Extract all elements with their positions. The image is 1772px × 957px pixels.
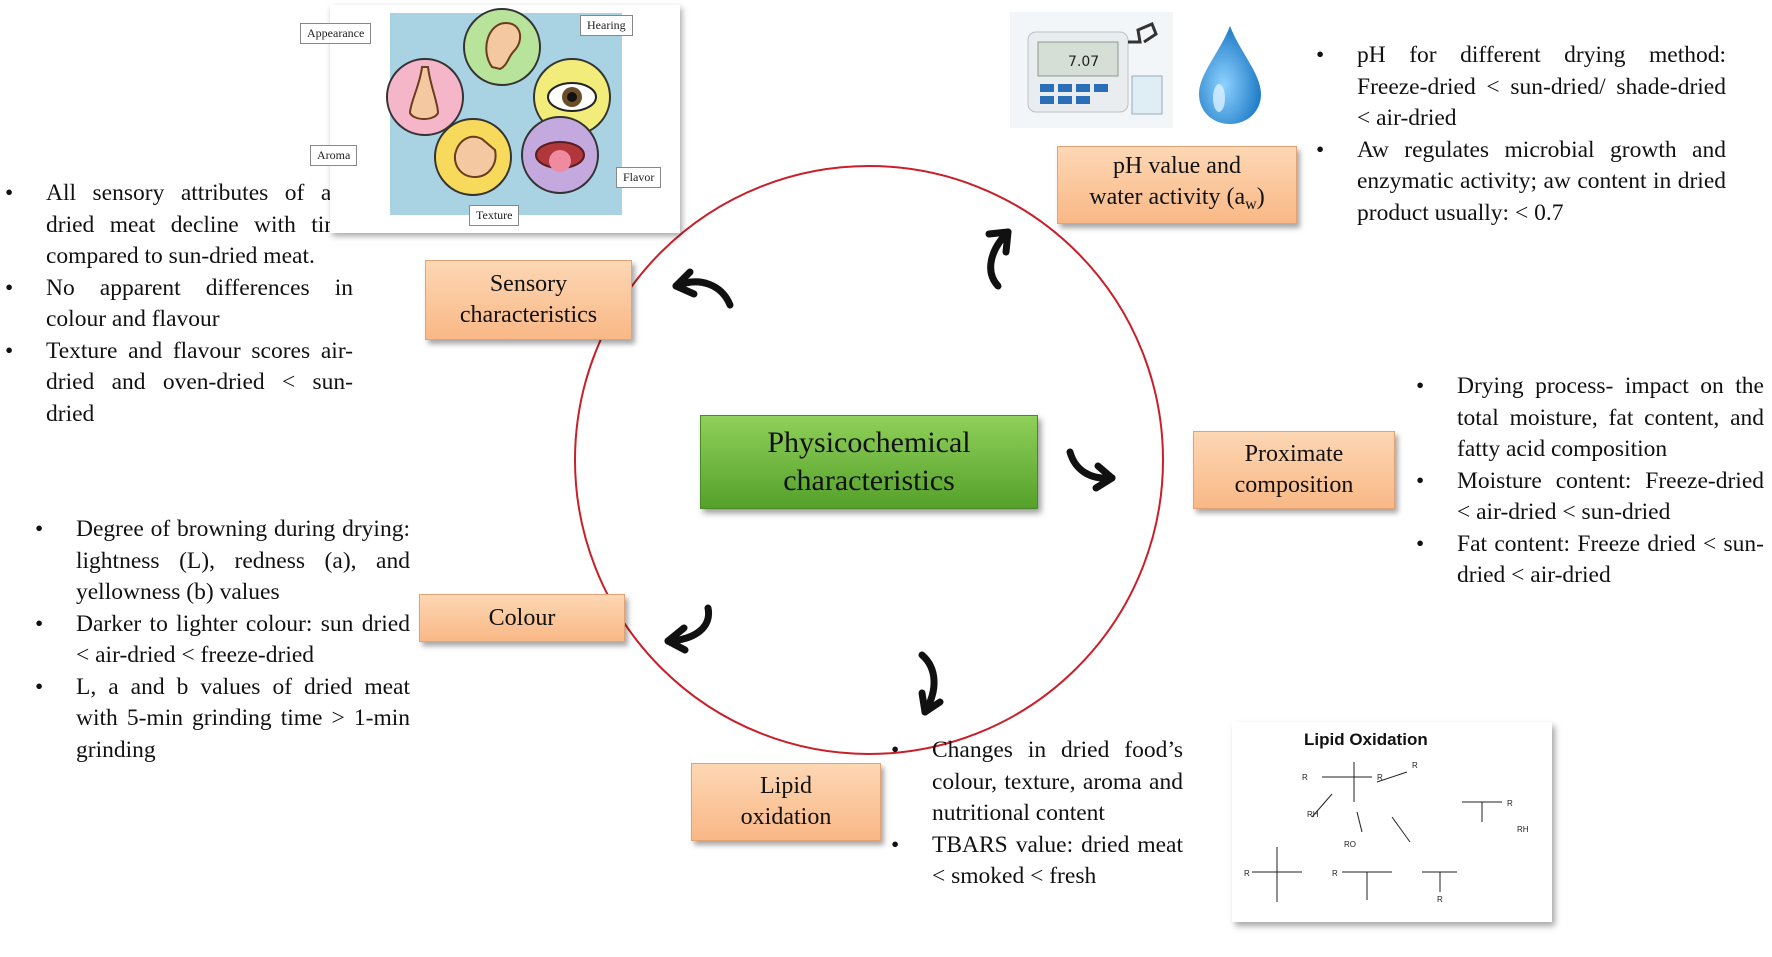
ear-icon — [463, 8, 541, 86]
lipid-label-r5: R — [1244, 869, 1250, 878]
arrow-to-ph — [985, 228, 1012, 290]
node-lipid: Lipid oxidation — [691, 763, 881, 841]
lipid-oxidation-image: Lipid Oxidation R R R RH RO R RH R R R — [1232, 722, 1552, 922]
node-proximate-label: Proximate composition — [1234, 441, 1354, 498]
list-item: Moisture content: Freeze-dried < air-dri… — [1416, 466, 1764, 529]
lipid-label-r3: R — [1412, 761, 1418, 770]
label-aroma: Aroma — [310, 145, 358, 166]
list-item: Drying process- impact on the total mois… — [1416, 371, 1764, 466]
list-item: Degree of browning during drying: lightn… — [35, 514, 410, 609]
node-colour-label: Colour — [488, 604, 556, 631]
node-ph-close: ) — [1256, 183, 1265, 210]
meter-display: 7.07 — [1068, 54, 1099, 70]
label-hearing: Hearing — [580, 15, 633, 36]
ph-notes: pH for different drying method: Freeze-d… — [1316, 40, 1726, 229]
node-colour: Colour — [419, 594, 625, 642]
lipid-label-r2: R — [1377, 773, 1383, 782]
tongue-icon — [521, 116, 599, 194]
lipid-notes: Changes in dried food’s colour, texture,… — [891, 735, 1183, 893]
sensory-notes: All sensory attributes of air-dried meat… — [5, 178, 353, 430]
lipid-label-ro: RO — [1344, 840, 1356, 849]
lipid-label-r7: R — [1437, 895, 1443, 904]
list-item: L, a and b values of dried meat with 5-m… — [35, 672, 410, 767]
cycle-circle — [574, 165, 1164, 755]
node-ph: pH value and water activity (aw) — [1057, 146, 1297, 224]
list-item: pH for different drying method: Freeze-d… — [1316, 40, 1726, 135]
colour-notes: Degree of browning during drying: lightn… — [35, 514, 410, 766]
lipid-label-rh2: RH — [1517, 825, 1529, 834]
list-item: Texture and flavour scores air-dried and… — [5, 336, 353, 431]
center-node: Physicochemical characteristics — [700, 415, 1038, 509]
arrow-to-sensory — [672, 268, 734, 309]
list-item: TBARS value: dried meat < smoked < fresh — [891, 830, 1183, 893]
list-item: No apparent differences in colour and fl… — [5, 273, 353, 336]
center-label: Physicochemical characteristics — [767, 426, 971, 497]
label-flavor: Flavor — [616, 167, 662, 188]
label-appearance: Appearance — [300, 23, 372, 44]
hand-icon — [434, 118, 512, 196]
lipid-label-r1: R — [1302, 773, 1308, 782]
node-ph-subscript: w — [1245, 195, 1257, 213]
list-item: Aw regulates microbial growth and enzyma… — [1316, 135, 1726, 230]
node-sensory: Sensory characteristics — [425, 260, 632, 340]
eye-icon — [533, 58, 611, 136]
list-item: Fat content: Freeze dried < sun-dried < … — [1416, 529, 1764, 592]
senses-icons — [386, 8, 611, 196]
label-texture: Texture — [469, 205, 520, 226]
arrow-to-colour — [664, 604, 713, 654]
lipid-label-r4: R — [1507, 799, 1513, 808]
list-item: All sensory attributes of air-dried meat… — [5, 178, 353, 273]
nose-icon — [386, 58, 464, 136]
senses-illustration: Appearance Hearing Aroma Flavor Texture — [300, 5, 680, 233]
node-ph-label: pH value and water activity (aw) — [1089, 151, 1264, 220]
lipid-image-title: Lipid Oxidation — [1304, 730, 1428, 749]
lipid-label-r6: R — [1332, 869, 1338, 878]
ph-meter-icon: 7.07 — [1027, 22, 1163, 115]
arrow-to-lipid — [918, 651, 944, 716]
list-item: Changes in dried food’s colour, texture,… — [891, 735, 1183, 830]
node-lipid-label: Lipid oxidation — [740, 773, 832, 830]
arrow-to-proximate — [1066, 448, 1116, 492]
node-ph-line1: pH value and — [1113, 152, 1241, 179]
lipid-label-rh1: RH — [1307, 810, 1319, 819]
list-item: Darker to lighter colour: sun dried < ai… — [35, 609, 410, 672]
node-ph-line2: water activity (a — [1089, 183, 1246, 210]
node-proximate: Proximate composition — [1193, 431, 1395, 509]
lipid-structure-icon: R R R RH RO R RH R R R — [1244, 761, 1529, 904]
ph-meter-image: 7.07 — [1010, 12, 1173, 128]
water-drop-icon — [1199, 26, 1261, 124]
node-sensory-label: Sensory characteristics — [459, 271, 598, 328]
proximate-notes: Drying process- impact on the total mois… — [1416, 371, 1764, 592]
